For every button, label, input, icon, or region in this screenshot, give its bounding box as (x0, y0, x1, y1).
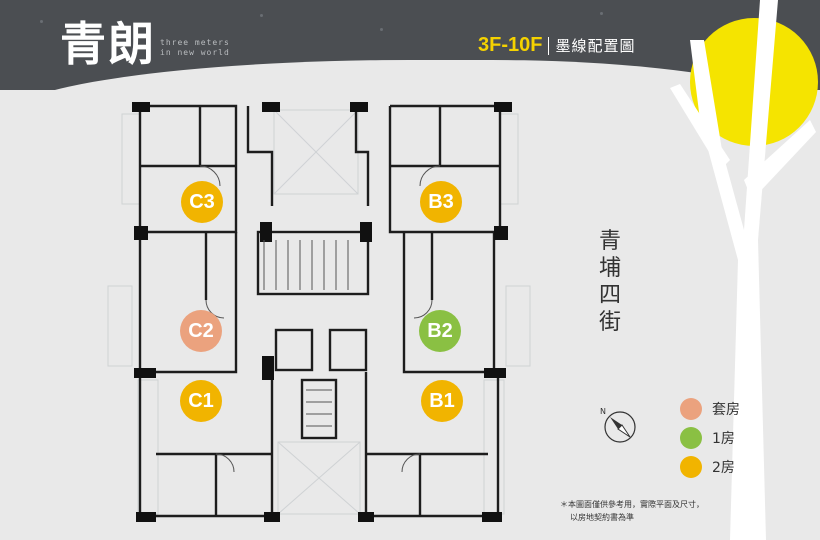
north-arrow-icon: N (600, 407, 636, 443)
legend-item: 套房 (680, 394, 740, 423)
balcony-outline (505, 285, 531, 367)
structural-column (262, 356, 274, 380)
unit-label: B2 (427, 319, 453, 342)
tree-illustration (670, 0, 816, 540)
balcony-outline (483, 379, 505, 515)
door-swing (199, 165, 221, 187)
balcony-outline (121, 113, 141, 205)
legend-label: 套房 (712, 401, 740, 418)
service-walls (354, 106, 370, 206)
unit-label: C1 (188, 389, 214, 412)
door-swing (413, 299, 433, 319)
unit-badge-c3: C3 (181, 181, 223, 223)
unit-badge-b3: B3 (420, 181, 462, 223)
texture-speck (260, 14, 263, 17)
void-cross (273, 109, 359, 195)
structural-column (494, 226, 508, 240)
unit-c1-walls (138, 372, 274, 518)
balcony-outline (107, 285, 133, 367)
unit-badge-b2: B2 (419, 310, 461, 352)
texture-speck (40, 20, 43, 23)
structural-column (494, 102, 512, 112)
floor-plan-title: 3F-10F 墨線配置圖 (478, 34, 635, 57)
unit-c2-walls (138, 232, 238, 374)
structural-column (262, 102, 280, 112)
unit-b1-walls (364, 372, 500, 518)
disclaimer-line: 以房地契約書為準 (570, 513, 634, 522)
structural-column (260, 222, 272, 242)
shaft (328, 328, 368, 372)
structural-column (132, 102, 150, 112)
unit-label: B1 (429, 389, 455, 412)
texture-speck (600, 12, 603, 15)
structural-column (264, 512, 280, 522)
stair-core (256, 230, 370, 296)
legend-label: 1房 (712, 430, 735, 447)
structural-column (358, 512, 374, 522)
structural-column (134, 368, 156, 378)
void-outline (277, 441, 361, 515)
structural-column (484, 368, 506, 378)
structural-column (134, 226, 148, 240)
legend-item: 2房 (680, 452, 740, 481)
unit-badge-c1: C1 (180, 380, 222, 422)
header-banner (0, 0, 820, 90)
structural-column (136, 512, 156, 522)
unit-label: C2 (188, 319, 214, 342)
tagline-line: three meters (160, 38, 230, 47)
door-swing (419, 165, 441, 187)
legend-swatch (680, 455, 702, 478)
structural-column (482, 512, 502, 522)
unit-badge-c2: C2 (180, 310, 222, 352)
shaft (274, 328, 314, 372)
legend-swatch (680, 397, 702, 420)
disclaimer-note: ＊本圖面僅供參考用，實際平面及尺寸， 以房地契約書為準 (560, 498, 704, 524)
door-swing (215, 453, 235, 473)
structural-column (350, 102, 368, 112)
void-cross (277, 441, 361, 515)
street-name: 青埔四街 (598, 229, 621, 335)
service-walls (246, 106, 274, 206)
unit-label: C3 (189, 190, 215, 213)
balcony-outline (499, 113, 519, 205)
unit-b2-walls (402, 232, 496, 374)
unit-badge-b1: B1 (421, 380, 463, 422)
unit-label: B3 (428, 190, 454, 213)
door-swing (401, 453, 421, 473)
legend-label: 2房 (712, 459, 735, 476)
elevator-core (300, 378, 338, 440)
legend-item: 1房 (680, 423, 740, 452)
disclaimer-line: ＊本圖面僅供參考用，實際平面及尺寸， (560, 500, 704, 509)
floor-range: 3F-10F (478, 34, 543, 56)
floor-plan-name: 墨線配置圖 (555, 37, 636, 55)
brand-tagline: three meters in new world (160, 38, 230, 58)
texture-speck (380, 28, 383, 31)
title-divider (548, 36, 550, 55)
structural-column (360, 222, 372, 242)
tagline-line: in new world (160, 48, 230, 57)
legend-swatch (680, 426, 702, 449)
brand-logo: 青朗 (60, 17, 156, 71)
unit-type-legend: 套房 1房 2房 (680, 394, 740, 481)
svg-text:N: N (600, 407, 606, 416)
